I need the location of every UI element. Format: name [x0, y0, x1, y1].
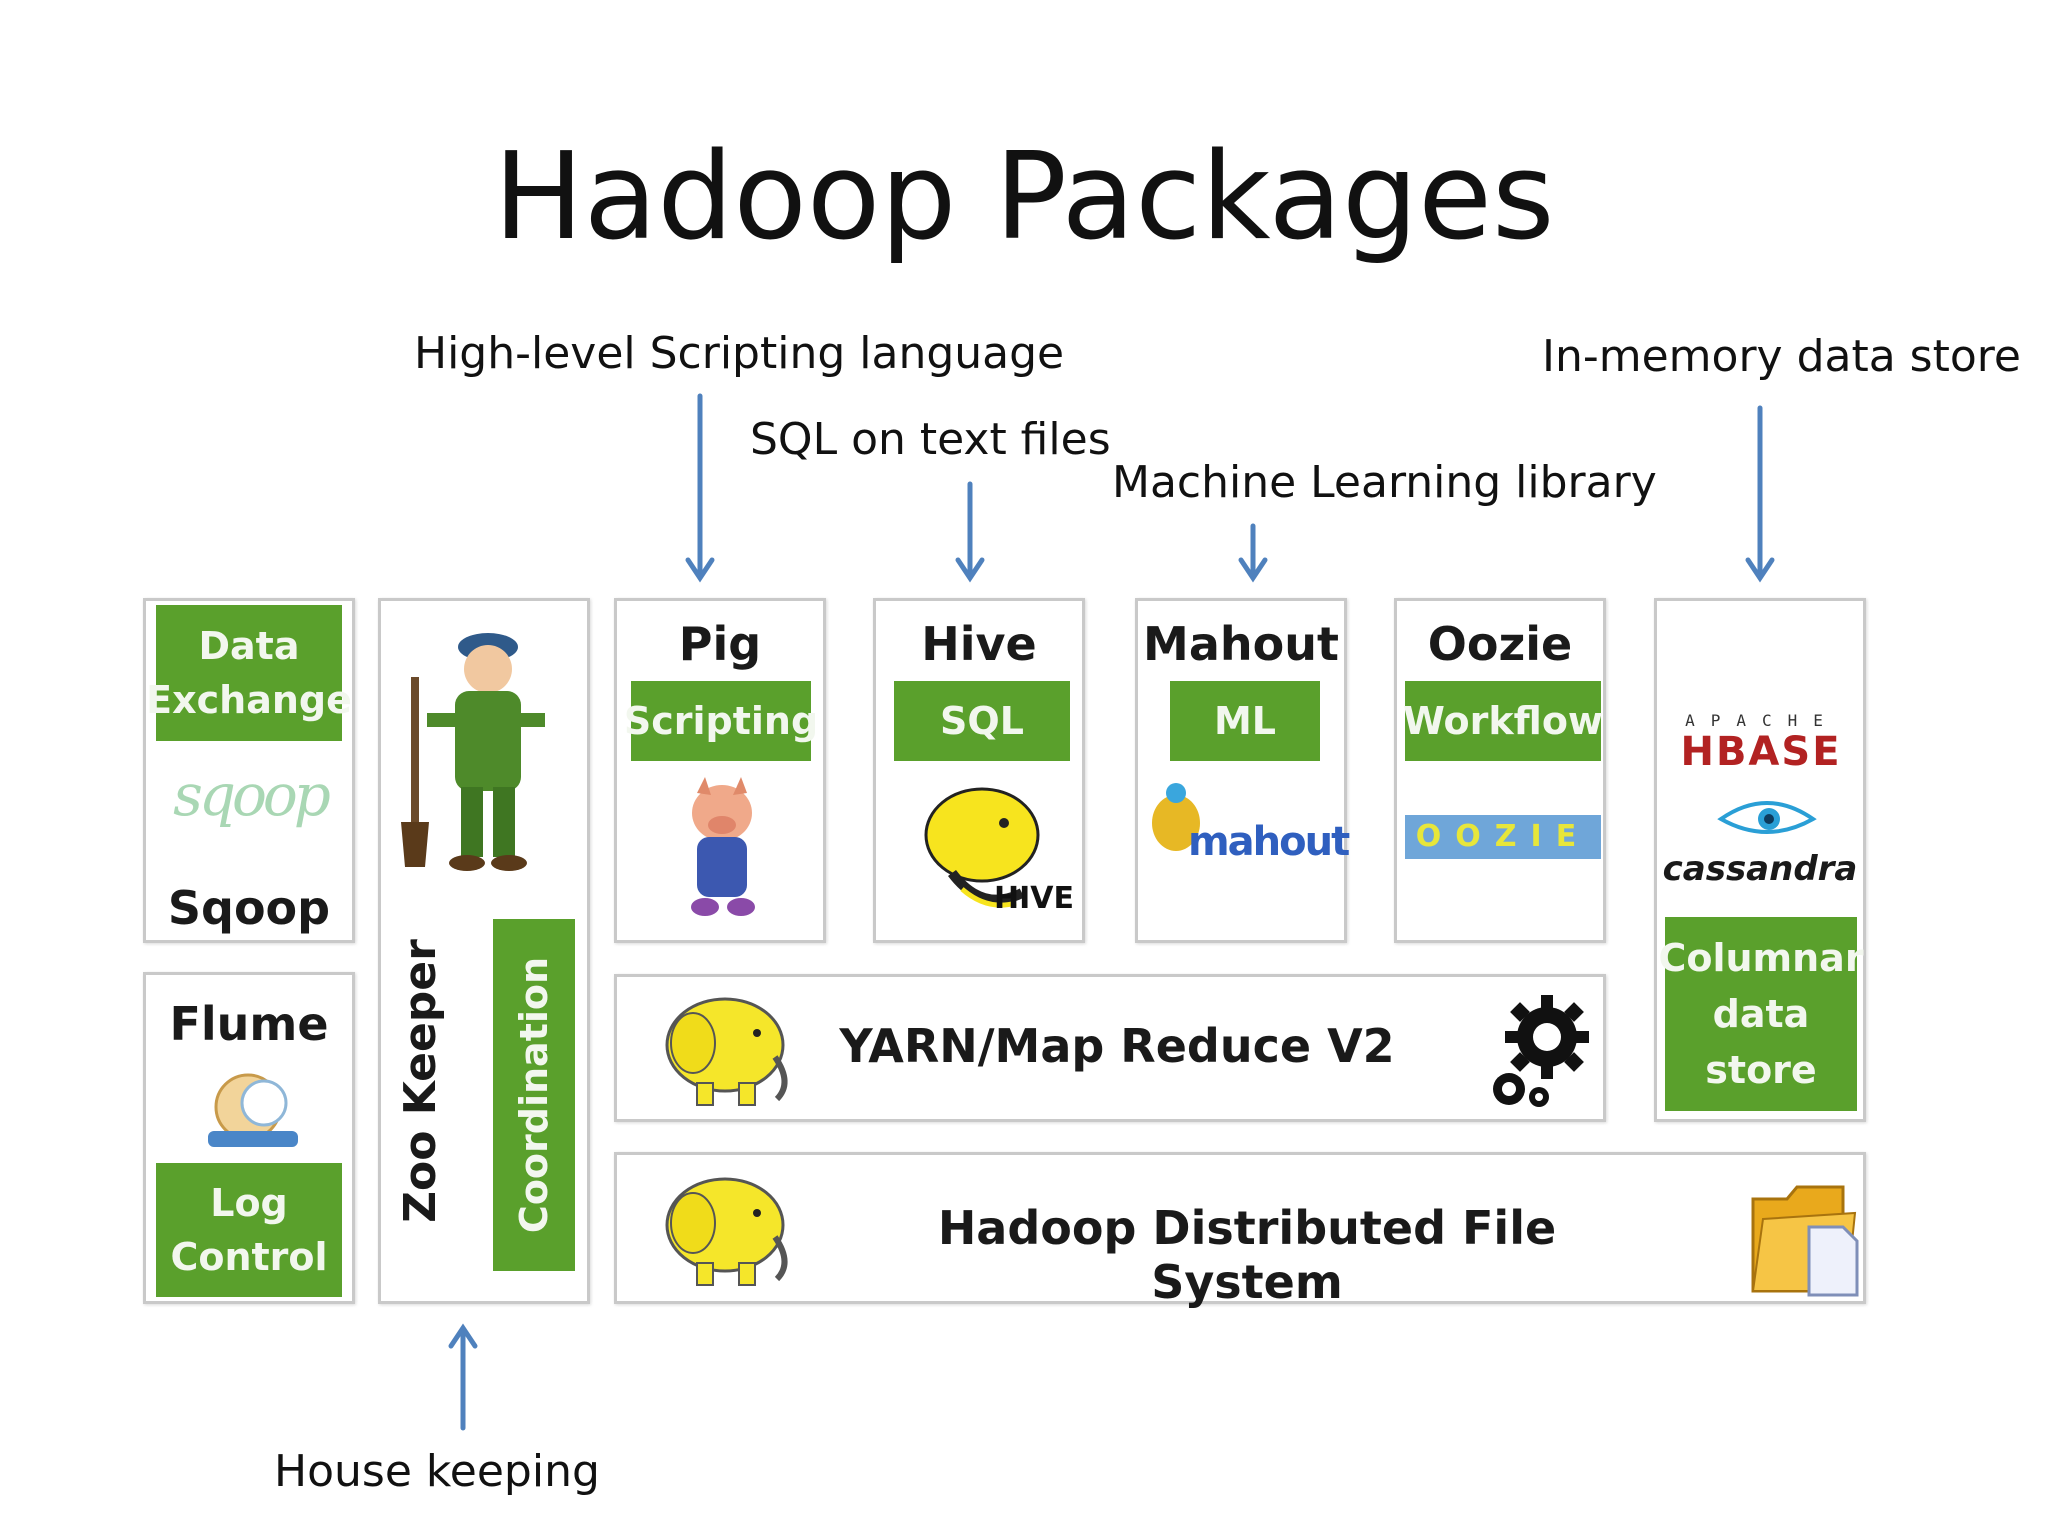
flume-name: Flume: [169, 997, 329, 1051]
hdfs-name: Hadoop Distributed File System: [937, 1201, 1557, 1309]
zookeeper-name: Zoo Keeper: [395, 939, 446, 1223]
sqoop-logo: sqoop: [173, 761, 331, 829]
annotation-scripting: High-level Scripting language: [414, 328, 1065, 379]
hive-logo-text: HIVE: [994, 881, 1074, 916]
pig-mascot: [691, 777, 755, 916]
pig-tag: Scripting: [624, 681, 818, 761]
pig-box: Pig Scripting: [614, 598, 826, 943]
pig-name: Pig: [678, 617, 762, 671]
annotation-sql-text: SQL on text files: [750, 414, 1111, 465]
columnar-tag-line3: store: [1705, 1048, 1817, 1092]
flume-tag: Log Control: [156, 1163, 342, 1297]
oozie-logo: OOZIE: [1405, 815, 1601, 859]
columnar-tag-line1: Columnar: [1658, 936, 1864, 980]
columnar-box: APACHE HBASE cassandra Columnar data sto…: [1654, 598, 1866, 1122]
hbase-apache-text: APACHE: [1685, 711, 1839, 730]
oozie-tag: Workflow: [1403, 681, 1603, 761]
zookeeper-box: Zoo Keeper Coordination: [378, 598, 590, 1304]
sqoop-tag-line2: Exchange: [146, 678, 352, 722]
hive-bee-elephant: [924, 787, 1040, 908]
cassandra-logo: cassandra: [1662, 849, 1858, 889]
hbase-logo: HBASE: [1680, 729, 1842, 775]
yarn-name: YARN/Map Reduce V2: [839, 1019, 1395, 1073]
sqoop-tag: Data Exchange: [146, 605, 352, 741]
page-title: Hadoop Packages: [493, 128, 1555, 267]
oozie-box: Oozie Workflow OOZIE: [1394, 598, 1606, 943]
mahout-name: Mahout: [1143, 617, 1339, 671]
annotation-ml-library: Machine Learning library: [1112, 457, 1657, 508]
mahout-rider-icon: [1152, 783, 1200, 851]
mahout-box: Mahout ML mahout: [1135, 598, 1350, 943]
hive-name: Hive: [921, 617, 1037, 671]
flume-tag-line1: Log: [210, 1181, 288, 1225]
hive-tag: SQL: [894, 681, 1070, 761]
flume-logo: [208, 1073, 298, 1147]
gears-icon: [1493, 995, 1589, 1107]
annotation-in-memory: In-memory data store: [1542, 331, 2021, 382]
flume-box: Flume Log Control: [143, 972, 355, 1304]
sqoop-box: Data Exchange sqoop Sqoop: [143, 598, 355, 943]
folder-icon: [1751, 1185, 1859, 1297]
zookeeper-mascot: [401, 633, 545, 871]
annotation-house-keeping: House keeping: [274, 1446, 600, 1497]
flume-tag-line2: Control: [170, 1235, 328, 1279]
hdfs-box: Hadoop Distributed File System: [614, 1152, 1866, 1309]
zookeeper-tag-text: Coordination: [512, 956, 556, 1234]
columnar-tag-line2: data: [1712, 992, 1810, 1036]
mahout-tag: ML: [1170, 681, 1320, 761]
oozie-name: Oozie: [1427, 617, 1573, 671]
sqoop-tag-line1: Data: [198, 624, 300, 668]
columnar-tag: Columnar data store: [1658, 917, 1864, 1111]
zookeeper-tag: Coordination: [493, 919, 575, 1271]
sqoop-name: Sqoop: [167, 881, 331, 935]
cassandra-eye-icon: [1717, 801, 1817, 834]
hadoop-elephant-icon: [665, 997, 788, 1106]
hadoop-elephant-icon-hdfs: [665, 1177, 788, 1286]
mahout-logo: mahout: [1188, 819, 1350, 865]
hive-box: Hive SQL HIVE: [873, 598, 1085, 943]
yarn-box: YARN/Map Reduce V2: [614, 974, 1606, 1122]
